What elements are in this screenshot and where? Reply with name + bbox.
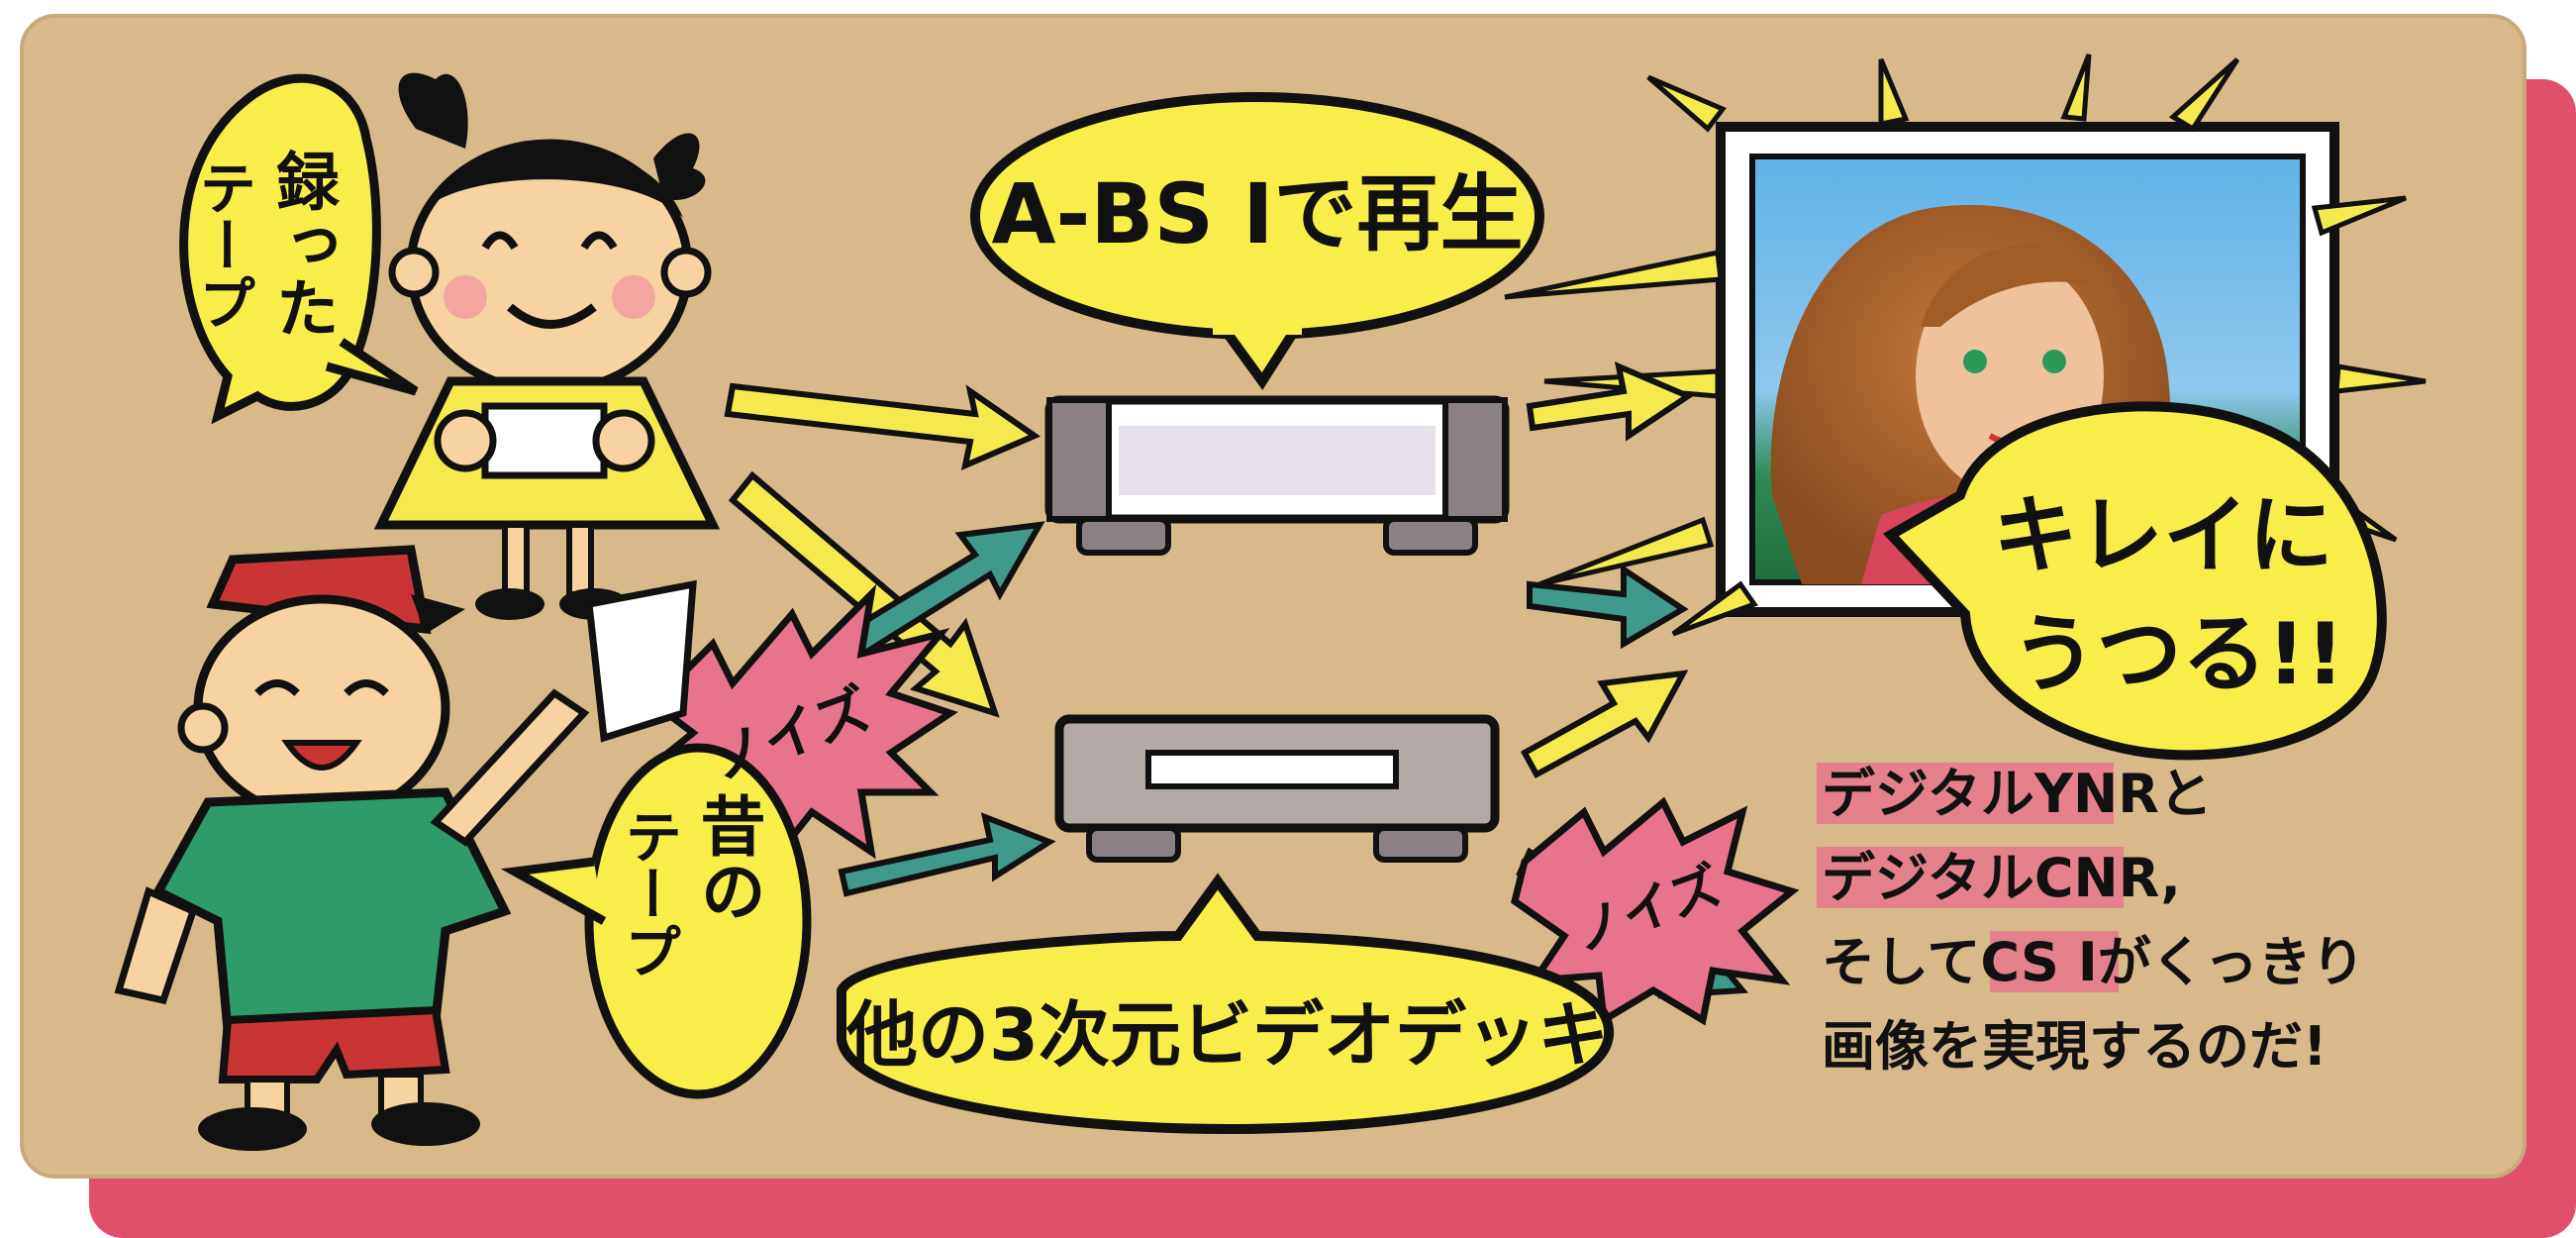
boy-character xyxy=(114,545,697,1151)
bottom-speech-bubble xyxy=(837,873,1615,1135)
video-deck-icon xyxy=(1054,714,1500,863)
bottom-bubble-text: 他の3次元ビデオデッキ xyxy=(845,993,1609,1077)
tv-speech-bubble xyxy=(1883,401,2387,761)
top-bubble-text: A-BS Iで再生 xyxy=(992,165,1524,262)
caption-line-1: デジタルYNRと xyxy=(1822,763,2213,825)
caption-highlights xyxy=(1817,763,2124,992)
girl-bubble-line1: 録った xyxy=(265,149,340,339)
caption-line-3: そしてCS Iがくっきり xyxy=(1822,931,2365,993)
video-deck-icon xyxy=(1044,395,1510,556)
girl-character xyxy=(373,72,721,620)
boy-speech-bubble xyxy=(500,743,812,1099)
caption-line-2: デジタルCNR, xyxy=(1822,847,2181,909)
caption-line-4: 画像を実現するのだ! xyxy=(1822,1015,2328,1078)
boy-bubble-line1: 昔の xyxy=(690,792,766,923)
boy-bubble-line2: テープ xyxy=(615,807,682,980)
girl-speech-bubble xyxy=(179,73,419,425)
girl-bubble-line2: テープ xyxy=(189,158,256,331)
top-speech-bubble xyxy=(970,92,1544,390)
tv-bubble-text: キレイに うつる!! xyxy=(1993,486,2363,704)
